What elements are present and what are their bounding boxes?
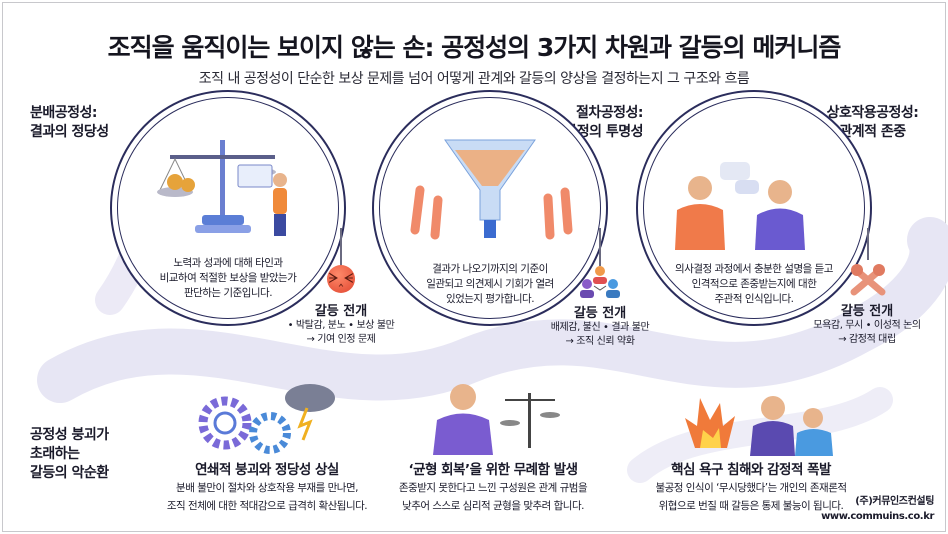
dimension-heading-distributive: 분배공정성: 결과의 정당성 bbox=[30, 104, 109, 142]
dimension-description: 의사결정 과정에서 충분한 설명을 듣고 인격적으로 존중받는지에 대한 주관적… bbox=[654, 262, 854, 307]
description-line: 비교하여 적절한 보상을 받았는가 bbox=[159, 272, 297, 284]
conflict-title: 갈등 전개 bbox=[314, 304, 368, 319]
connector-line bbox=[340, 228, 342, 268]
dimension-circle-interactional bbox=[636, 90, 872, 326]
description-line: 의사결정 과정에서 충분한 설명을 듣고 bbox=[675, 263, 833, 275]
gears-storm-icon bbox=[198, 384, 335, 454]
cycle-label-line: 갈등의 악순환 bbox=[30, 465, 109, 481]
cycle-label-line: 초래하는 bbox=[30, 446, 80, 462]
connector-line bbox=[867, 228, 869, 260]
company-url[interactable]: www.commuins.co.kr bbox=[821, 511, 934, 522]
conflict-title: 갈등 전개 bbox=[840, 304, 894, 319]
conflict-title: 갈등 전개 bbox=[573, 306, 627, 321]
company-name: (주)커뮤인즈컨설팅 bbox=[855, 496, 934, 507]
cycle-item-line: 분배 불만이 절차와 상호작용 부재를 만나면, bbox=[176, 482, 358, 494]
description-line: 판단하는 기준입니다. bbox=[183, 287, 273, 299]
conflict-line: → 조직 신뢰 약화 bbox=[565, 336, 635, 347]
description-line: 인격적으로 존중받는지에 대한 bbox=[691, 278, 817, 290]
description-line: 일관되고 의견제시 기회가 열려 bbox=[426, 278, 554, 290]
cycle-item: ‘균형 회복’을 위한 무례함 발생 존중받지 못한다고 느낀 구성원은 관계 … bbox=[358, 458, 628, 514]
conflict-block-interactional: 갈등 전개 모욕감, 무시 • 이성적 논의 → 감정적 대립 bbox=[782, 298, 948, 347]
cycle-item: 연쇄적 붕괴와 정당성 상실 분배 불만이 절차와 상호작용 부재를 만나면, … bbox=[132, 458, 402, 514]
heading-line: 분배공정성: bbox=[30, 105, 97, 121]
dimension-description: 결과가 나오기까지의 기준이 일관되고 의견제시 기회가 열려 있었는지 평가합… bbox=[390, 262, 590, 307]
dimension-description: 노력과 성과에 대해 타인과 비교하여 적절한 보상을 받았는가 판단하는 기준… bbox=[128, 256, 328, 301]
conversation-icon bbox=[675, 162, 805, 250]
scale-icon bbox=[157, 140, 287, 236]
funnel-icon bbox=[410, 139, 573, 240]
cycle-item-title: ‘균형 회복’을 위한 무례함 발생 bbox=[408, 462, 578, 478]
dimension-circle-distributive bbox=[110, 90, 346, 326]
description-line: 노력과 성과에 대해 타인과 bbox=[173, 257, 283, 269]
cycle-label: 공정성 붕괴가 초래하는 갈등의 악순환 bbox=[30, 426, 109, 483]
cycle-item: 핵심 욕구 침해와 감정적 폭발 불공정 인식이 ‘무시당했다’는 개인의 존재… bbox=[616, 458, 886, 514]
heading-line: 관계적 존중 bbox=[839, 124, 906, 140]
description-line: 주관적 인식입니다. bbox=[714, 293, 794, 305]
dimension-heading-interactional: 상호작용공정성: 관계적 존중 bbox=[810, 104, 935, 142]
heading-line: 결과의 정당성 bbox=[30, 124, 109, 140]
people-network-icon bbox=[580, 266, 620, 298]
angry-face-icon: ᗒ‸ᗕ bbox=[327, 265, 355, 293]
conflict-line: 배제감, 불신 • 결과 불만 bbox=[550, 322, 650, 333]
description-line: 결과가 나오기까지의 기준이 bbox=[432, 263, 548, 275]
conflict-line: • 박탈감, 분노 • 보상 불만 bbox=[287, 320, 395, 331]
description-line: 있었는지 평가합니다. bbox=[445, 293, 535, 305]
cycle-item-line: 낮추어 스스로 심리적 균형을 맞추려 합니다. bbox=[402, 500, 584, 512]
conflict-line: → 감정적 대립 bbox=[838, 334, 896, 345]
cycle-item-title: 핵심 욕구 침해와 감정적 폭발 bbox=[671, 462, 831, 478]
person-scale-icon bbox=[433, 384, 560, 455]
heading-line: 상호작용공정성: bbox=[826, 105, 919, 121]
conflict-line: 모욕감, 무시 • 이성적 논의 bbox=[813, 320, 921, 331]
cycle-item-line: 조직 전체에 대한 적대감으로 급격히 확산됩니다. bbox=[166, 500, 368, 512]
cycle-item-line: 위협으로 번질 때 갈등은 통제 불능이 됩니다. bbox=[658, 500, 844, 512]
crossed-fists-icon bbox=[850, 264, 886, 296]
page-title: 조직을 움직이는 보이지 않는 손: 공정성의 3가지 차원과 갈등의 메커니즘 bbox=[107, 33, 842, 62]
cycle-item-title: 연쇄적 붕괴와 정당성 상실 bbox=[195, 462, 339, 478]
cycle-item-line: 존중받지 못한다고 느낀 구성원은 관계 규범을 bbox=[398, 482, 588, 494]
connector-line bbox=[599, 228, 601, 266]
conflict-block-distributive: 갈등 전개 • 박탈감, 분노 • 보상 불만 → 기여 인정 문제 bbox=[256, 298, 426, 347]
cycle-item-line: 불공정 인식이 ‘무시당했다’는 개인의 존재론적 bbox=[655, 482, 847, 494]
page-subtitle: 조직 내 공정성이 단순한 보상 문제를 넘어 어떻게 관계와 갈등의 양상을 … bbox=[198, 71, 750, 87]
cycle-label-line: 공정성 붕괴가 bbox=[30, 427, 109, 443]
footer-credit: (주)커뮤인즈컨설팅 www.commuins.co.kr bbox=[821, 494, 934, 524]
explosion-argument-icon bbox=[685, 396, 833, 456]
conflict-line: → 기여 인정 문제 bbox=[306, 334, 376, 345]
conflict-block-procedural: 갈등 전개 배제감, 불신 • 결과 불만 → 조직 신뢰 약화 bbox=[515, 300, 685, 349]
heading-line: 절차공정성: bbox=[576, 105, 644, 121]
